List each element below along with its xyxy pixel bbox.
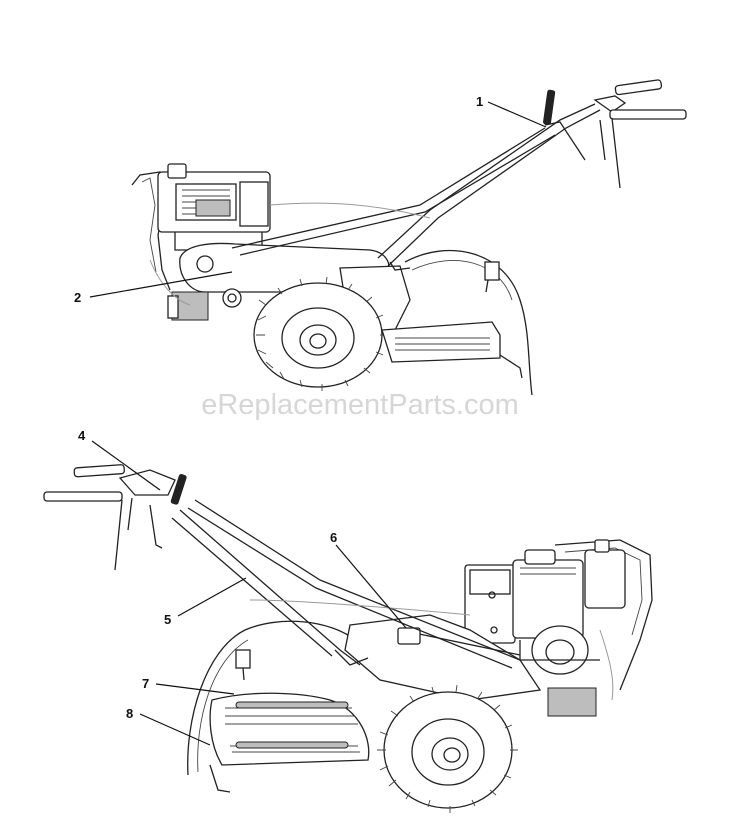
callout-7: 7 xyxy=(142,676,235,695)
top-tiller xyxy=(131,79,687,396)
bottom-engine xyxy=(464,539,626,675)
callout-8: 8 xyxy=(126,706,211,746)
callout-5-label: 5 xyxy=(164,612,171,627)
top-belt-cover xyxy=(179,242,390,293)
top-wheel xyxy=(253,276,388,391)
callout-6-label: 6 xyxy=(330,530,337,545)
callout-2-label: 2 xyxy=(74,290,81,305)
bottom-tine-hood xyxy=(187,620,356,776)
bottom-handlebars xyxy=(43,464,521,669)
callout-1-label: 1 xyxy=(476,94,483,109)
callout-4: 4 xyxy=(78,428,161,491)
top-tine-hood xyxy=(404,249,533,396)
callout-8-label: 8 xyxy=(126,706,133,721)
bottom-belt-cover xyxy=(344,614,542,701)
callout-5: 5 xyxy=(164,577,247,627)
top-handlebars xyxy=(231,79,687,271)
callout-1: 1 xyxy=(476,94,547,128)
top-tine-skid xyxy=(381,321,501,363)
callout-7-label: 7 xyxy=(142,676,149,691)
callout-4-label: 4 xyxy=(78,428,86,443)
callout-6: 6 xyxy=(330,530,407,629)
bottom-wheel xyxy=(377,684,518,813)
bottom-tiller xyxy=(43,464,653,813)
callout-2: 2 xyxy=(74,271,233,305)
top-engine xyxy=(157,163,271,251)
watermark-text: eReplacementParts.com xyxy=(201,389,519,421)
